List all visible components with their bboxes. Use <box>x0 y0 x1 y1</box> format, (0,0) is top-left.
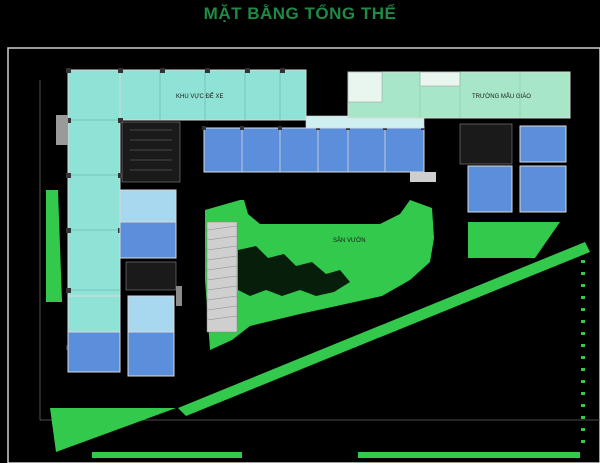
lawn-left-strip <box>46 190 62 302</box>
kindergarten-building <box>347 71 571 119</box>
unit-block-j <box>519 165 567 213</box>
unit-block-a <box>119 189 177 223</box>
unit-block-h <box>519 125 567 163</box>
lawn-bottom-triangle <box>50 408 176 452</box>
unit-block-e <box>127 331 175 377</box>
garden-steps <box>238 246 350 296</box>
page-title: MẶT BẰNG TỔNG THỂ <box>203 4 397 23</box>
unit-block-i <box>467 165 513 213</box>
hedge-dots-bottom <box>92 452 580 458</box>
entrance-bottom <box>410 172 436 182</box>
street-edge <box>39 80 600 421</box>
entrance-right <box>176 286 182 306</box>
stair-core-2 <box>459 123 513 165</box>
stair-core-1 <box>121 121 181 183</box>
unit-block-f <box>67 331 121 373</box>
parking-ramp <box>206 221 238 333</box>
parking-label: KHU VỰC ĐỂ XE <box>176 93 223 100</box>
entrance-left <box>56 115 68 145</box>
garden-walkway <box>244 200 410 224</box>
garden-label: SÂN VƯỜN <box>333 238 366 244</box>
kindergarten-label: TRƯỜNG MẪU GIÁO <box>472 93 531 100</box>
site-boundary <box>7 47 600 463</box>
unit-block-b <box>119 221 177 259</box>
unit-block-c <box>125 261 177 291</box>
unit-block-g <box>67 295 121 333</box>
lawn-right-corner <box>468 222 560 258</box>
apartment-row <box>202 126 425 173</box>
ramp-stripes <box>206 225 238 321</box>
lawn-diagonal-strip <box>178 242 590 416</box>
hedge-dots <box>581 260 585 443</box>
unit-block-d <box>127 295 175 333</box>
